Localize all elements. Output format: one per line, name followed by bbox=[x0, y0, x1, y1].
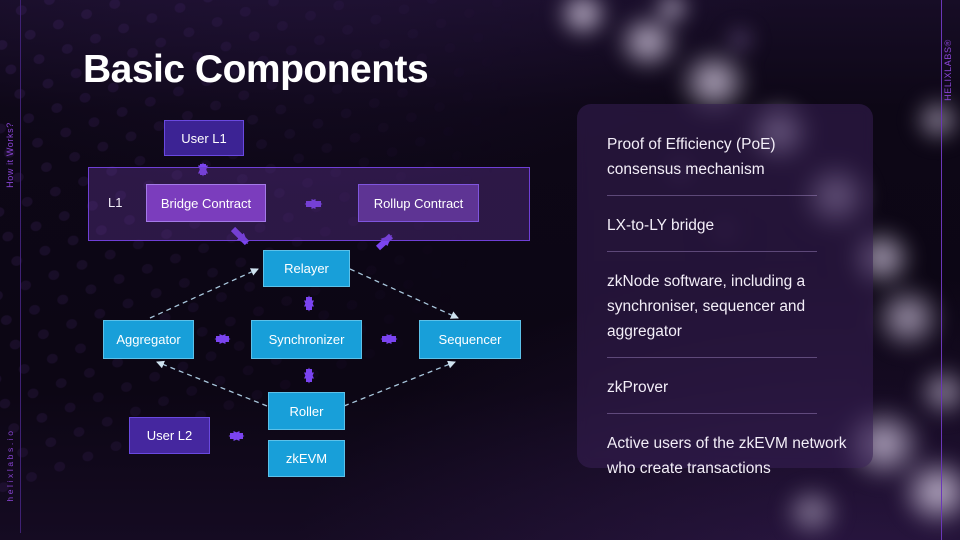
panel-divider bbox=[607, 357, 817, 358]
note-zkprover: zkProver bbox=[607, 379, 669, 396]
panel-divider bbox=[607, 195, 817, 196]
panel-divider bbox=[607, 251, 817, 252]
note-active-users: Active users of the zkEVM network who cr… bbox=[607, 435, 847, 477]
node-user-l1: User L1 bbox=[164, 120, 244, 156]
panel-divider bbox=[607, 413, 817, 414]
note-poe: Proof of Efficiency (PoE) consensus mech… bbox=[607, 136, 776, 178]
node-zkevm: zkEVM bbox=[268, 440, 345, 477]
notes-panel: Proof of Efficiency (PoE) consensus mech… bbox=[577, 104, 873, 477]
left-rule-line bbox=[20, 0, 21, 533]
l1-zone-label: L1 bbox=[108, 195, 123, 210]
node-aggregator: Aggregator bbox=[103, 320, 194, 359]
node-bridge-contract: Bridge Contract bbox=[146, 184, 266, 222]
dashed-arrow-roller-to-sequencer bbox=[343, 360, 456, 407]
node-sequencer: Sequencer bbox=[419, 320, 521, 359]
dashed-arrow-aggregator-to-relayer bbox=[149, 268, 259, 319]
node-rollup-contract: Rollup Contract bbox=[358, 184, 479, 222]
right-rule-line bbox=[941, 0, 942, 540]
node-user-l2: User L2 bbox=[129, 417, 210, 454]
note-bridge: LX-to-LY bridge bbox=[607, 217, 715, 234]
node-roller: Roller bbox=[268, 392, 345, 430]
note-zknode: zkNode software, including a synchronise… bbox=[607, 273, 806, 340]
node-synchronizer: Synchronizer bbox=[251, 320, 362, 359]
dashed-arrow-relayer-to-sequencer bbox=[349, 268, 459, 319]
dashed-arrow-roller-to-aggregator bbox=[156, 360, 268, 407]
arrow-relayer-to-rollup bbox=[375, 233, 394, 251]
page-title: Basic Components bbox=[83, 48, 429, 91]
node-relayer: Relayer bbox=[263, 250, 350, 287]
